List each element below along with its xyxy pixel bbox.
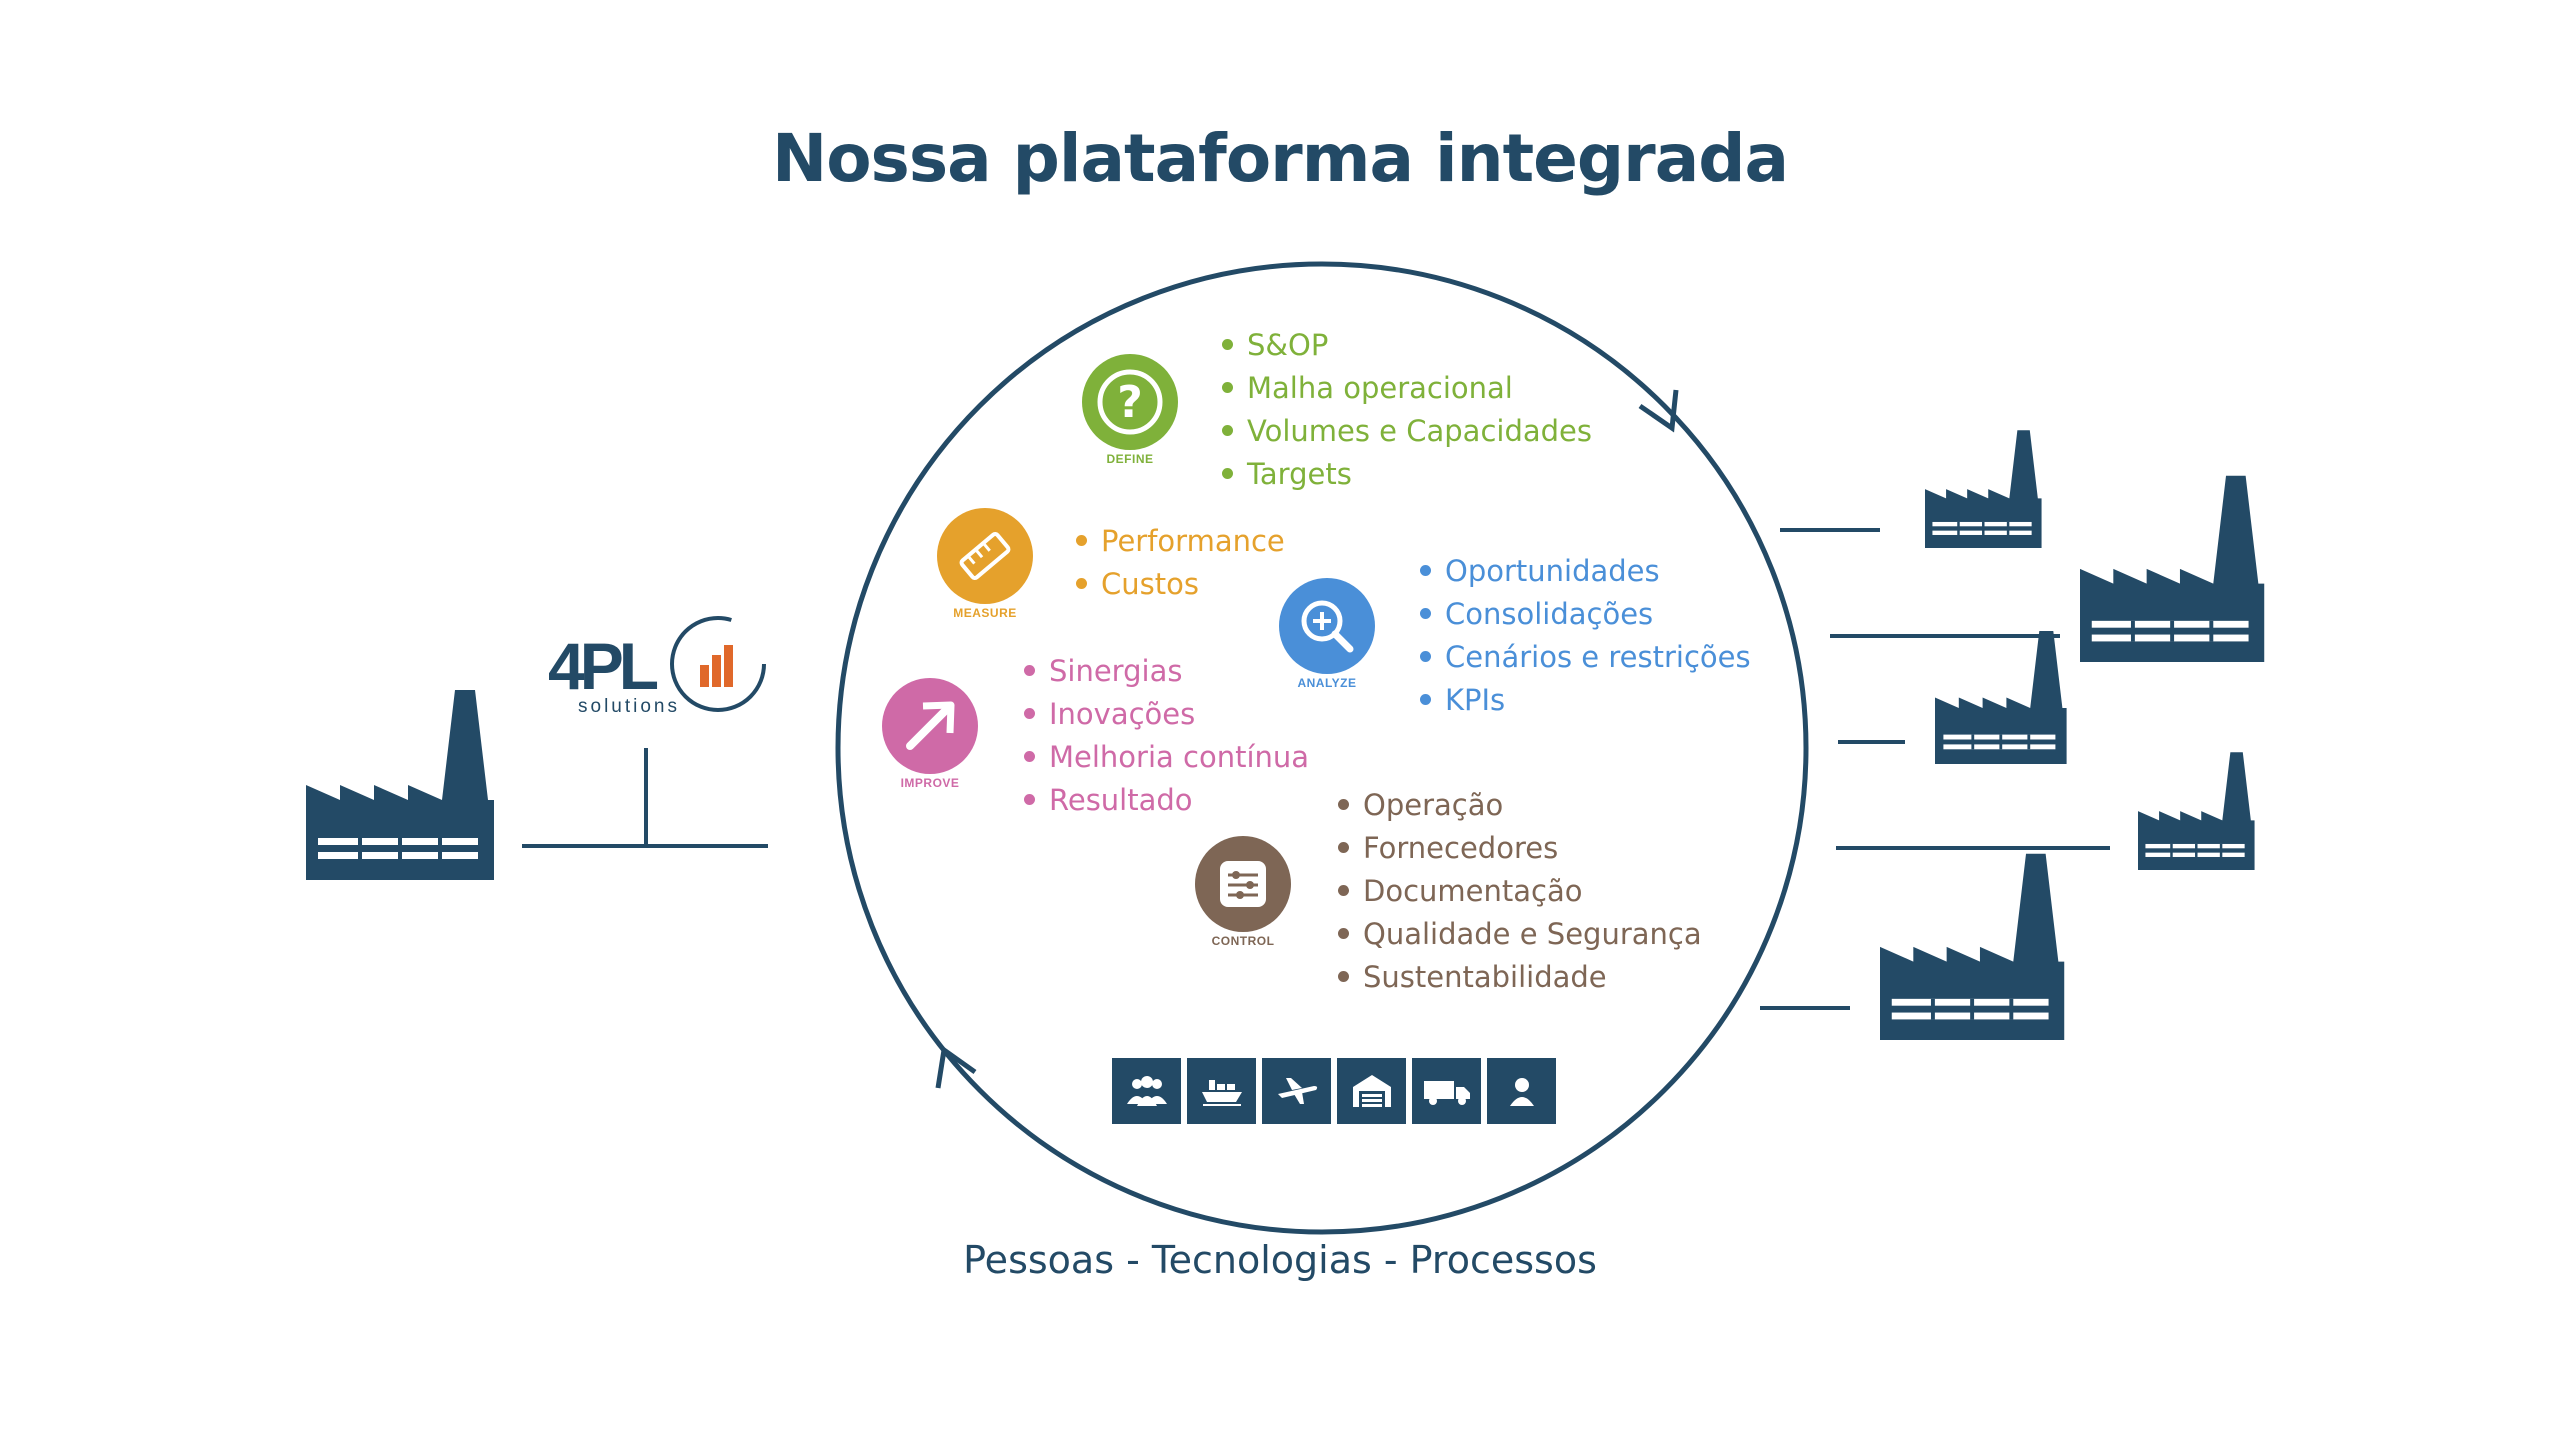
factory-right-3-icon [1935,631,2067,764]
analyze-badge: ANALYZE [1277,578,1377,690]
person-icon [1487,1058,1556,1124]
factory-left-icon [306,690,494,880]
factory-right-1-icon [1925,430,2042,548]
control-list: Operação Fornecedores Documentação Quali… [1338,784,1702,999]
improve-list: Sinergias Inovações Melhoria contínua Re… [1024,650,1309,822]
cycle-arrow-bottom-left-icon [935,1045,977,1089]
magnifier-icon [1279,578,1375,674]
list-item: Consolidações [1420,593,1751,636]
footer-caption: Pessoas - Tecnologias - Processos [963,1238,1597,1282]
people-icon [1112,1058,1181,1124]
factory-right-5-icon [1880,853,2065,1040]
control-badge: CONTROL [1193,836,1293,948]
page-title: Nossa plataforma integrada [771,120,1789,197]
list-item: Custos [1076,563,1285,606]
list-item: Oportunidades [1420,550,1751,593]
analyze-list: Oportunidades Consolidações Cenários e r… [1420,550,1751,722]
list-item: Documentação [1338,870,1702,913]
list-item: Performance [1076,520,1285,563]
measure-badge: MEASURE [935,508,1035,620]
define-caption: DEFINE [1106,452,1154,466]
list-item: Sustentabilidade [1338,956,1702,999]
factory-right-2-icon [2080,475,2265,662]
analyze-caption: ANALYZE [1297,676,1357,690]
logo-main-text: 4PL [548,629,659,703]
list-item: Qualidade e Segurança [1338,913,1702,956]
warehouse-icon [1337,1058,1406,1124]
control-caption: CONTROL [1211,934,1275,948]
improve-badge: IMPROVE [880,678,980,790]
truck-icon [1412,1058,1481,1124]
list-item: Cenários e restrições [1420,636,1751,679]
question-icon: ? [1082,354,1178,450]
logo-4pl: 4PL solutions [548,608,778,728]
list-item: Malha operacional [1222,367,1592,410]
cycle-circle [835,261,1809,1235]
define-badge: ? DEFINE [1080,354,1180,466]
list-item: Volumes e Capacidades [1222,410,1592,453]
arrow-up-right-icon [882,678,978,774]
svg-text:?: ? [1117,377,1143,428]
list-item: Targets [1222,453,1592,496]
list-item: Inovações [1024,693,1309,736]
list-item: KPIs [1420,679,1751,722]
measure-caption: MEASURE [953,606,1017,620]
logo-sub-text: solutions [578,696,680,717]
logo-ring-icon [670,616,766,712]
define-list: S&OP Malha operacional Volumes e Capacid… [1222,324,1592,496]
list-item: S&OP [1222,324,1592,367]
list-item: Operação [1338,784,1702,827]
improve-caption: IMPROVE [900,776,960,790]
factory-right-4-icon [2138,752,2255,870]
list-item: Resultado [1024,779,1309,822]
ship-icon [1187,1058,1256,1124]
list-item: Fornecedores [1338,827,1702,870]
transport-modes [1112,1058,1556,1124]
list-item: Sinergias [1024,650,1309,693]
cycle-arrow-top-right-icon [1638,389,1679,433]
ruler-icon [937,508,1033,604]
measure-list: Performance Custos [1076,520,1285,606]
sliders-icon [1195,836,1291,932]
list-item: Melhoria contínua [1024,736,1309,779]
airplane-icon [1262,1058,1331,1124]
